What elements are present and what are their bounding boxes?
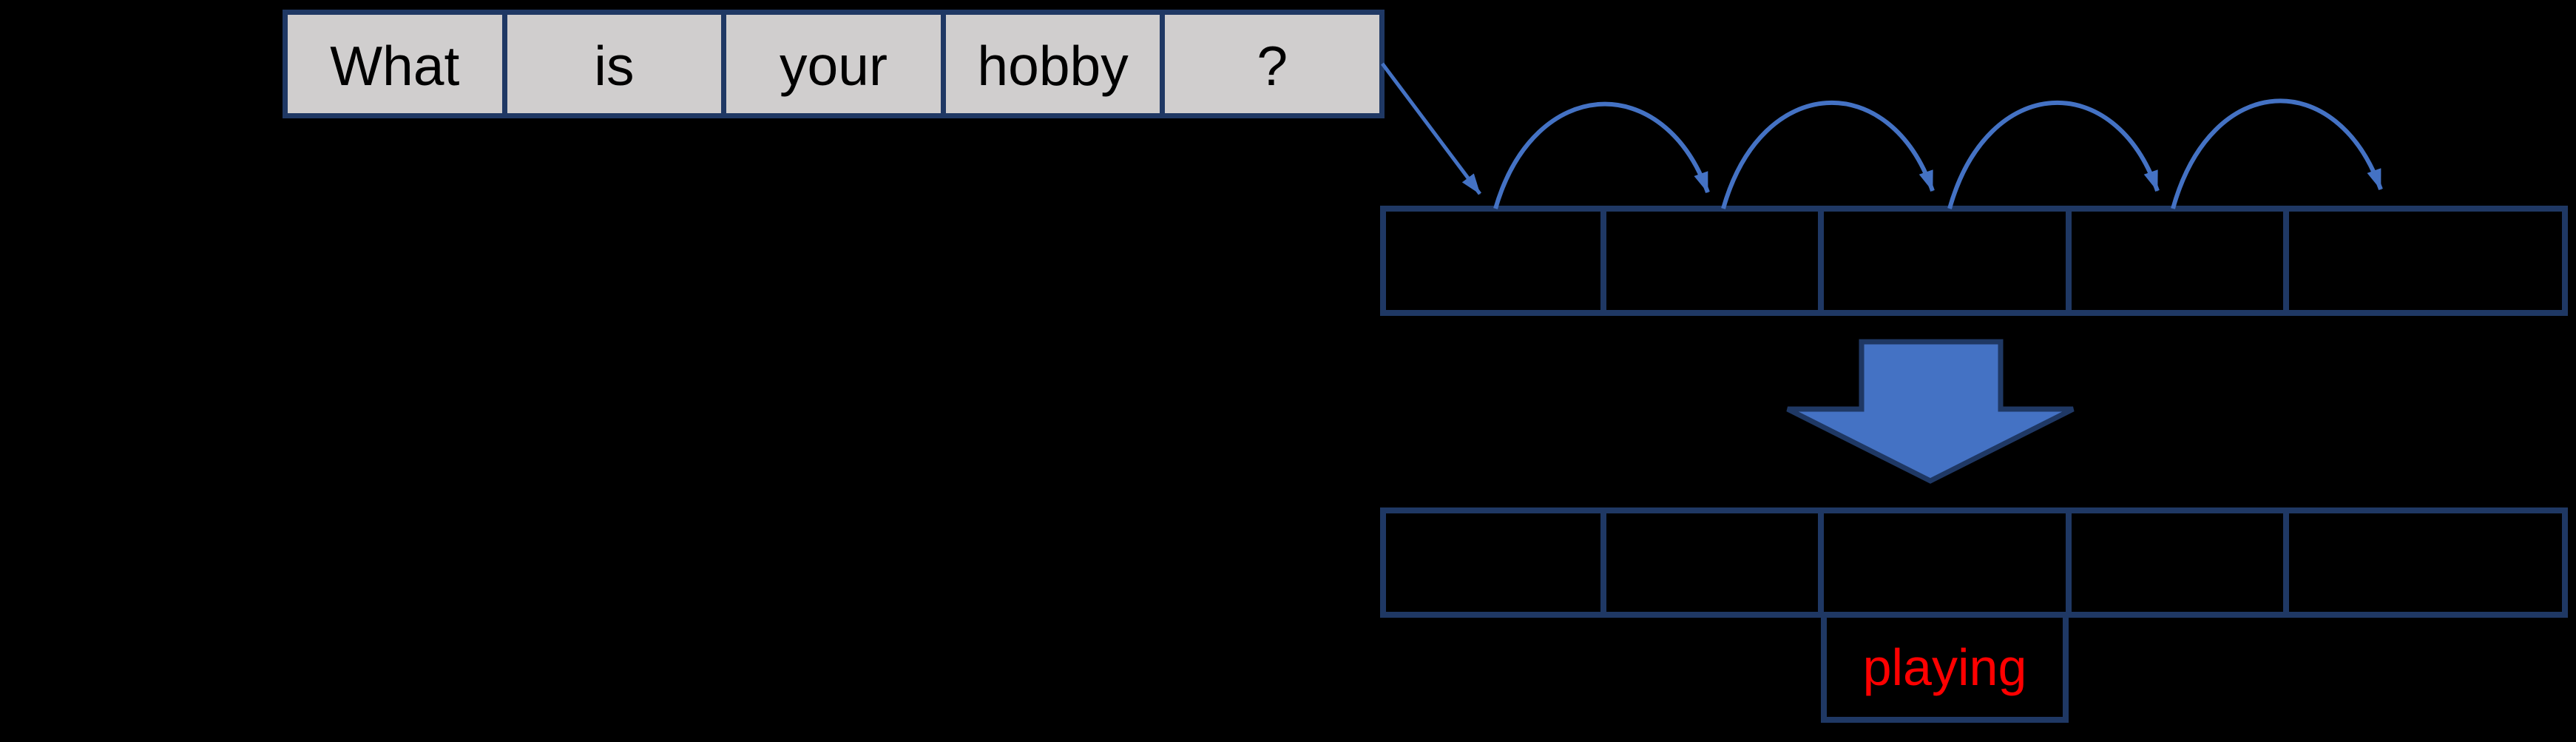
sentence-cell: What: [288, 15, 507, 113]
hidden-cell: [2072, 212, 2289, 310]
hidden-cell: [1386, 212, 1606, 310]
input-sentence-row: What is your hobby ?: [283, 10, 1385, 118]
sequence-hop-arc-icon: [1493, 101, 1710, 209]
flow-arrow-icon: [1381, 62, 1481, 195]
sentence-cell: your: [726, 15, 946, 113]
sequence-hop-arc-icon: [1721, 101, 1935, 209]
sentence-word: hobby: [977, 35, 1129, 97]
sentence-word: ?: [1257, 35, 1288, 97]
down-block-arrow-icon: [1786, 339, 2075, 484]
sentence-cell: is: [507, 15, 727, 113]
sentence-word: your: [780, 35, 888, 97]
sentence-word: What: [330, 35, 460, 97]
sentence-cell: ?: [1165, 15, 1379, 113]
predicted-word-box: playing: [1821, 612, 2069, 723]
output-cell: [1606, 513, 1824, 612]
sequence-hop-arc-icon: [2171, 98, 2383, 209]
output-cell: [2072, 513, 2289, 612]
output-cell: [1824, 513, 2072, 612]
hidden-cell: [1824, 212, 2072, 310]
predicted-word-label: playing: [1862, 638, 2027, 696]
sequence-hop-arc-icon: [1947, 101, 2160, 209]
sentence-word: is: [594, 35, 635, 97]
output-cell: [1386, 513, 1606, 612]
hidden-state-row: [1380, 206, 2568, 316]
sentence-cell: hobby: [946, 15, 1166, 113]
hidden-cell: [1606, 212, 1824, 310]
